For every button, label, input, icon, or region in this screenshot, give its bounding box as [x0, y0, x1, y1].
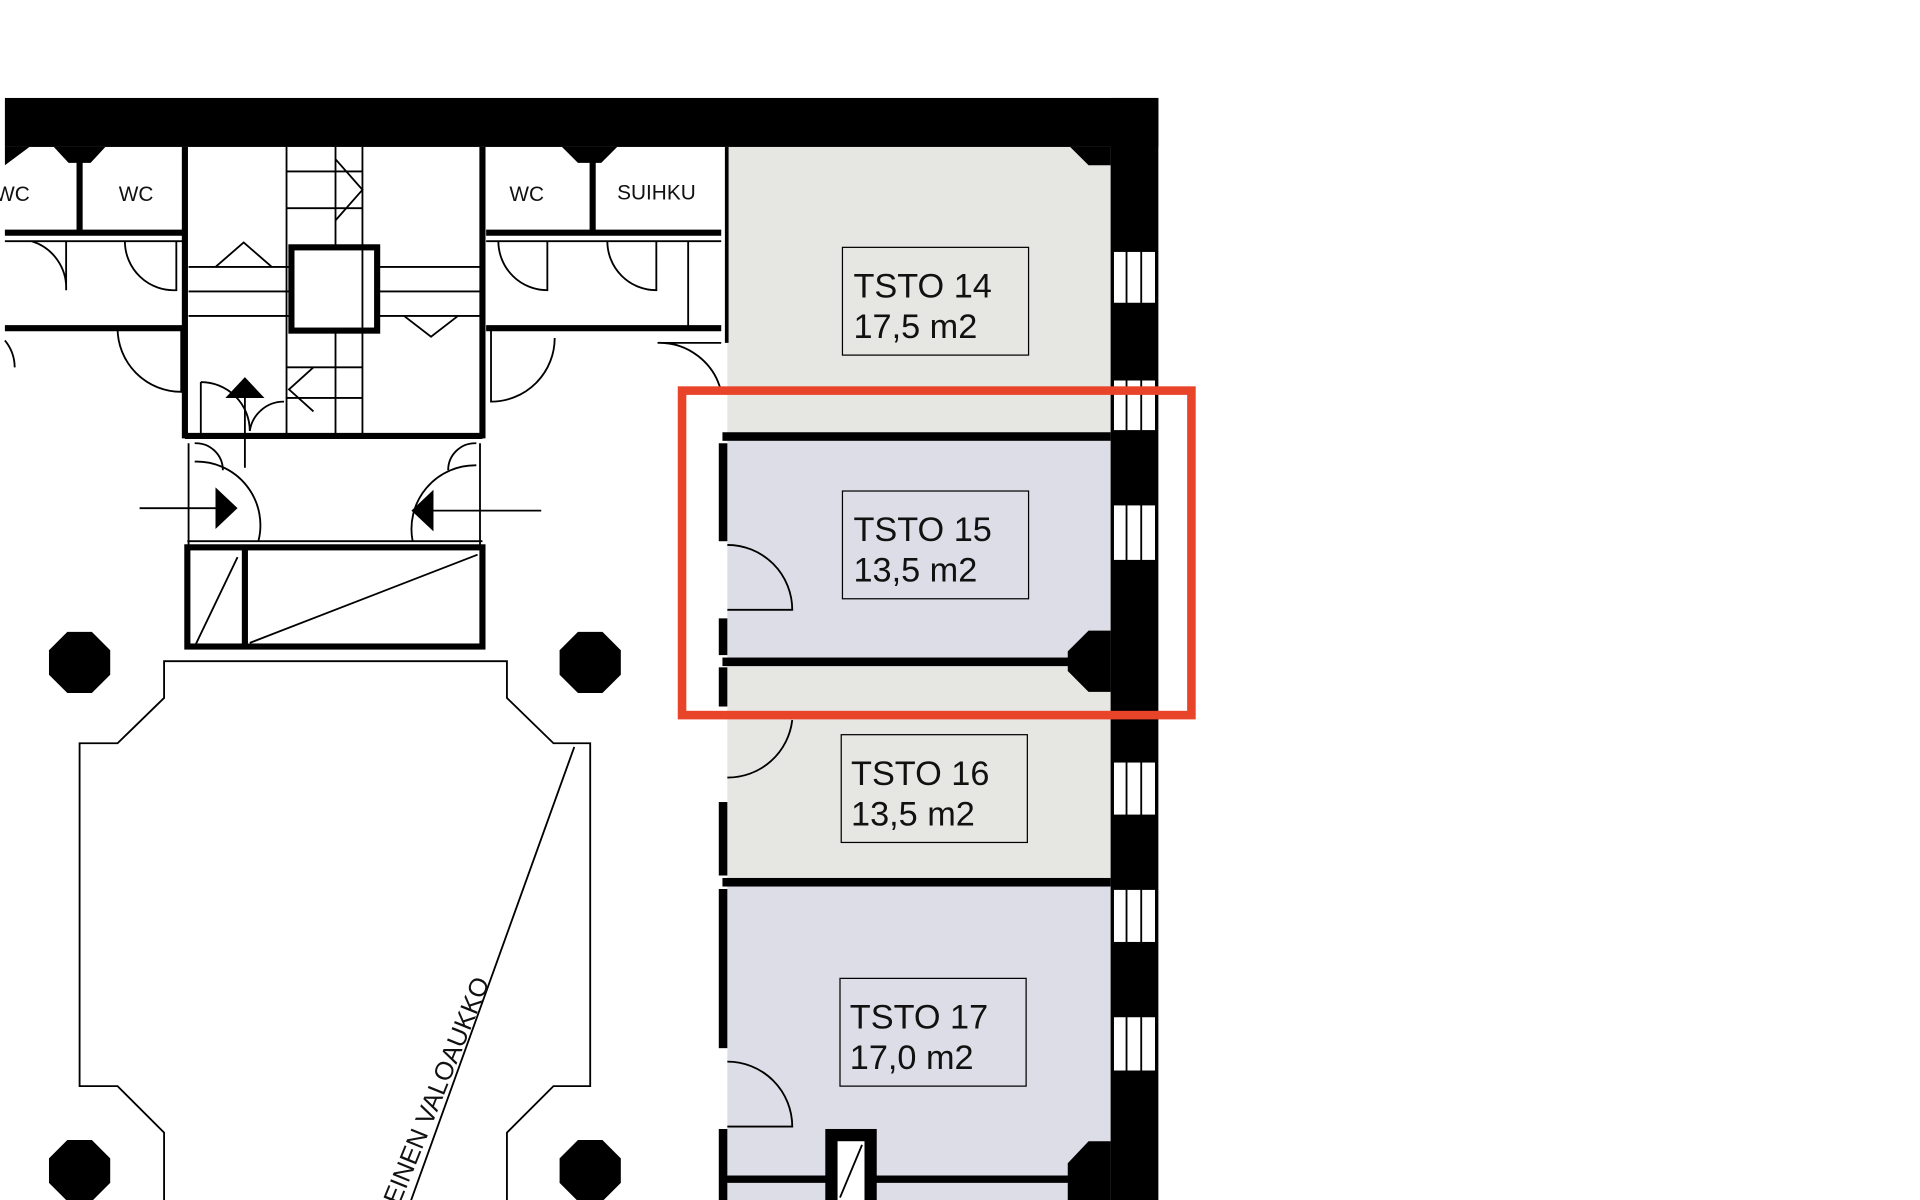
svg-text:TSTO 15: TSTO 15	[853, 511, 991, 549]
room-label-suihku: SUIHKU	[617, 182, 696, 205]
light-well: EINEN VALOAUKKO	[78, 660, 592, 1200]
room-label-wc: WC	[0, 183, 30, 206]
highlight-frame	[677, 386, 1196, 720]
room-tsto-16[interactable]	[727, 666, 1111, 880]
service-core	[4, 146, 722, 650]
svg-text:TSTO 16: TSTO 16	[851, 755, 989, 793]
exit-arrows	[4, 146, 618, 532]
room-label-tsto-15: TSTO 15 13,5 m2	[841, 490, 1030, 600]
light-well-label: EINEN VALOAUKKO	[379, 973, 496, 1200]
svg-text:13,5 m2: 13,5 m2	[853, 552, 977, 590]
room-label-tsto-17: TSTO 17 17,0 m2	[839, 977, 1027, 1087]
room-label-wc: WC	[509, 183, 544, 206]
room-tsto-15[interactable]	[727, 440, 1111, 659]
svg-text:17,5 m2: 17,5 m2	[853, 308, 977, 346]
room-tsto-17[interactable]	[727, 886, 1111, 1200]
svg-text:TSTO 14: TSTO 14	[853, 268, 991, 306]
columns	[48, 631, 621, 1200]
svg-text:13,5 m2: 13,5 m2	[851, 795, 975, 833]
room-label-tsto-16: TSTO 16 13,5 m2	[840, 734, 1028, 844]
svg-text:TSTO 17: TSTO 17	[850, 999, 988, 1037]
doors	[657, 341, 794, 1128]
room-label-tsto-14: TSTO 14 17,5 m2	[841, 246, 1030, 356]
room-label-wc: WC	[119, 183, 154, 206]
svg-text:17,0 m2: 17,0 m2	[850, 1039, 974, 1077]
